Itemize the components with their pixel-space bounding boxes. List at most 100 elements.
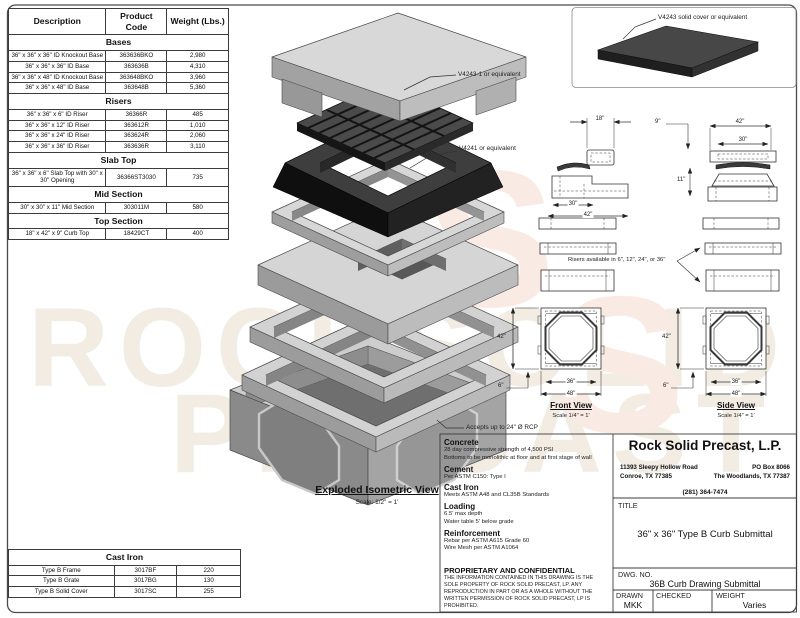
side-view-scale: Scale 1/4" = 1': [717, 413, 755, 419]
table-cell: Type B Grate: [8, 575, 115, 588]
parts-section-row: Risers: [8, 93, 229, 110]
cast-iron-title: Cast Iron: [8, 549, 241, 566]
dim-6-front: 6": [498, 383, 504, 389]
drawn-label: DRAWN: [616, 591, 643, 600]
exploded-view-title: Exploded Isometric View: [315, 484, 439, 496]
solid-cover-label: V4243 solid cover or equivalent: [658, 14, 748, 21]
dwg-no-value: 36B Curb Drawing Submittal: [649, 579, 761, 589]
table-cell: 5,360: [166, 82, 229, 95]
dim-42b: 42": [734, 119, 746, 125]
parts-table: Description Product Code Weight (Lbs.) B…: [7, 7, 229, 241]
address-city: Conroe, TX 77385: [620, 473, 672, 481]
dim-48-front: 48": [565, 391, 577, 397]
table-cell: 363612R: [105, 119, 168, 132]
exploded-view-scale: Scale: 1/2" = 1': [355, 499, 399, 506]
note-heading: Loading: [444, 502, 476, 512]
parts-section-row: Top Section: [8, 212, 229, 230]
rcp-note-label: Accepts up to 24" Ø RCP: [466, 424, 538, 431]
dim-30: 30": [567, 201, 579, 207]
table-cell: 400: [166, 228, 229, 241]
dim-30b: 30": [737, 137, 749, 143]
company-phone: (281) 364-7474: [682, 489, 728, 496]
cast-iron-header-row: Cast Iron: [8, 549, 241, 566]
riser-availability-note: Risers available in 6", 12", 24", or 36": [568, 257, 666, 263]
table-cell: 735: [166, 167, 229, 188]
parts-section-title: Risers: [8, 93, 229, 110]
table-cell: 36" x 36" x 6" Slab Top with 30" x 30" O…: [7, 167, 107, 188]
address-city-2: The Woodlands, TX 77387: [713, 473, 790, 481]
note-heading: Reinforcement: [444, 528, 501, 538]
table-cell: Type B Frame: [8, 564, 115, 577]
table-cell: 36" x 36" x 36" ID Knockout Base: [7, 50, 107, 62]
note-line: 28 day compressive strength of 4,500 PSI: [444, 447, 554, 453]
title-block-borders: [439, 433, 797, 613]
note-line: Wire Mesh per ASTM A1064: [444, 545, 519, 552]
exploded-isometric-drawing: [229, 12, 527, 506]
table-cell: 30" x 30" x 11" Mid Section: [7, 201, 107, 214]
table-cell: 363624R: [105, 130, 168, 143]
table-cell: 3,960: [166, 71, 229, 84]
address-left: 11393 Sleepy Hollow Road Conroe, TX 7738…: [620, 463, 698, 482]
note-line: Per ASTM C150: Type I: [444, 473, 506, 480]
address-right: PO Box 8066 The Woodlands, TX 77387: [714, 463, 790, 482]
weight-value: Varies: [742, 600, 767, 610]
company-addresses: 11393 Sleepy Hollow Road Conroe, TX 7738…: [620, 463, 790, 482]
table-cell: 363636B: [105, 60, 168, 73]
table-cell: 255: [176, 586, 241, 598]
frame-part-label: V4241 or equivalent: [459, 145, 516, 152]
front-view-scale: Scale 1/4" = 1': [552, 413, 590, 419]
table-cell: 36" x 36" x 24" ID Riser: [7, 130, 107, 143]
side-view-title: Side View: [716, 401, 756, 410]
front-view-title: Front View: [550, 401, 592, 410]
table-cell: 220: [176, 564, 241, 577]
table-cell: 130: [176, 575, 241, 588]
parts-section-row: Slab Top: [8, 151, 229, 169]
table-cell: 3,110: [166, 141, 229, 153]
dim-6-side: 6": [663, 383, 669, 389]
table-cell: 36" x 36" x 36" ID Riser: [7, 141, 107, 153]
table-cell: 36" x 36" x 48" ID Base: [7, 82, 107, 95]
frame-leader-line: [409, 150, 458, 169]
note-line: 6.5' max depth: [444, 511, 483, 518]
dwg-no-label: DWG. NO.: [618, 570, 653, 579]
address-pobox: PO Box 8066: [752, 464, 790, 471]
note-line: Rebar per ASTM A615 Grade 60: [444, 537, 530, 544]
note-heading: Cast Iron: [444, 483, 479, 493]
proprietary-heading: PROPRIETARY AND CONFIDENTIAL: [444, 566, 575, 576]
table-cell: 3017BG: [113, 575, 178, 588]
weight-label: WEIGHT: [716, 591, 745, 600]
table-cell: 36" x 36" x 36" ID Base: [7, 60, 107, 73]
col-header-description: Description: [7, 7, 107, 36]
table-cell: 18429CT: [105, 228, 168, 241]
drawn-value: MKK: [623, 600, 643, 610]
dim-42: 42": [582, 212, 594, 218]
note-line: Water table 5' below grade: [444, 518, 514, 525]
table-cell: 580: [166, 201, 229, 214]
table-cell: 1,010: [166, 119, 229, 132]
parts-table-header-row: Description Product Code Weight (Lbs.): [7, 7, 229, 36]
note-heading: Cement: [444, 464, 474, 474]
proprietary-text: THE INFORMATION CONTAINED IN THIS DRAWIN…: [444, 575, 594, 610]
dim-36-side: 36": [730, 379, 742, 385]
note-line: Bottoms to be monolithic at floor and at…: [444, 454, 592, 461]
col-header-weight: Weight (Lbs.): [166, 7, 229, 36]
table-cell: 303011M: [105, 201, 168, 214]
table-row: 36" x 36" x 6" Slab Top with 30" x 30" O…: [7, 167, 229, 188]
table-cell: 36366R: [105, 108, 168, 121]
dim-18: 18": [594, 116, 606, 122]
dim-48-side: 48": [730, 391, 742, 397]
page-border: [6, 4, 798, 614]
dim-9: 9": [655, 119, 661, 125]
